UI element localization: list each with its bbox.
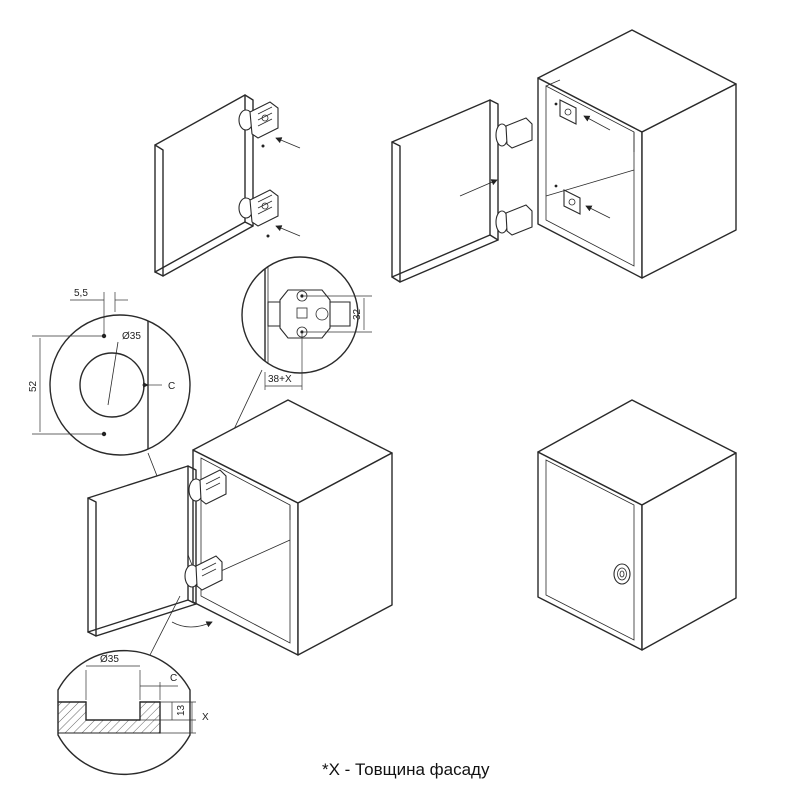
detail-mounting-plate: 32 38+X (209, 256, 372, 481)
section-cup-diameter-label: Ø35 (100, 654, 119, 665)
plate-height-label: 32 (352, 308, 363, 320)
plate-offset-label: 38+X (268, 374, 292, 385)
hinge-icon (188, 469, 227, 505)
step4-closed-cabinet (537, 399, 737, 651)
arrow-icon (459, 179, 498, 197)
hinge-icon (495, 204, 533, 236)
step2-door-to-cabinet (391, 29, 737, 283)
footnote-text: *X - Товщина фасаду (322, 760, 490, 779)
hinge-icon (184, 555, 223, 591)
hinge-icon (563, 189, 581, 215)
hinge-icon (559, 99, 577, 125)
section-edge-distance-label: C (170, 673, 177, 684)
arrow-icon (275, 225, 301, 237)
detail-cup-section: Ø35 C 13 X (57, 650, 209, 775)
arrow-icon (275, 137, 301, 149)
top-offset-label: 5,5 (74, 288, 88, 299)
hinge-icon (238, 189, 279, 227)
rotation-arrow-icon (171, 621, 213, 628)
thickness-label: X (202, 712, 209, 723)
edge-distance-label: C (168, 381, 175, 392)
hinge-icon (495, 117, 533, 149)
lock-icon (613, 563, 631, 585)
step3-open-door-cabinet (87, 399, 393, 656)
arrow-icon (583, 115, 611, 131)
cup-diameter-label: Ø35 (122, 331, 141, 342)
hinge-icon (238, 101, 279, 139)
detail-cup-drilling: Ø35 C 5,5 52 (28, 288, 193, 566)
cup-depth-label: 13 (176, 704, 187, 716)
height-label: 52 (28, 380, 39, 392)
arrow-icon (585, 205, 611, 219)
step1-door-with-hinges (154, 94, 301, 277)
